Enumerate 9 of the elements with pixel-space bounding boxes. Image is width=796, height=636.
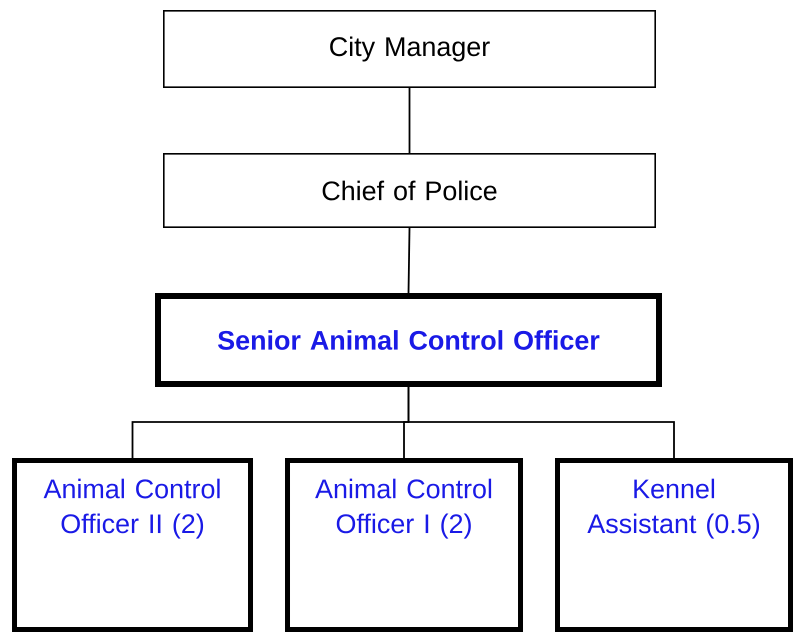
connector-line — [408, 386, 675, 458]
title-box: Chief of Police — [163, 152, 656, 228]
title-box: Kennel Assistant (0.5) — [555, 458, 793, 632]
title-box: City Manager — [163, 10, 656, 88]
connector-line — [408, 228, 410, 293]
title-box: Senior Animal Control Officer — [155, 292, 662, 387]
connector-line — [408, 88, 410, 153]
title-box: Animal Control Officer II (2) — [12, 458, 253, 632]
title-box: Animal Control Officer I (2) — [285, 458, 523, 632]
